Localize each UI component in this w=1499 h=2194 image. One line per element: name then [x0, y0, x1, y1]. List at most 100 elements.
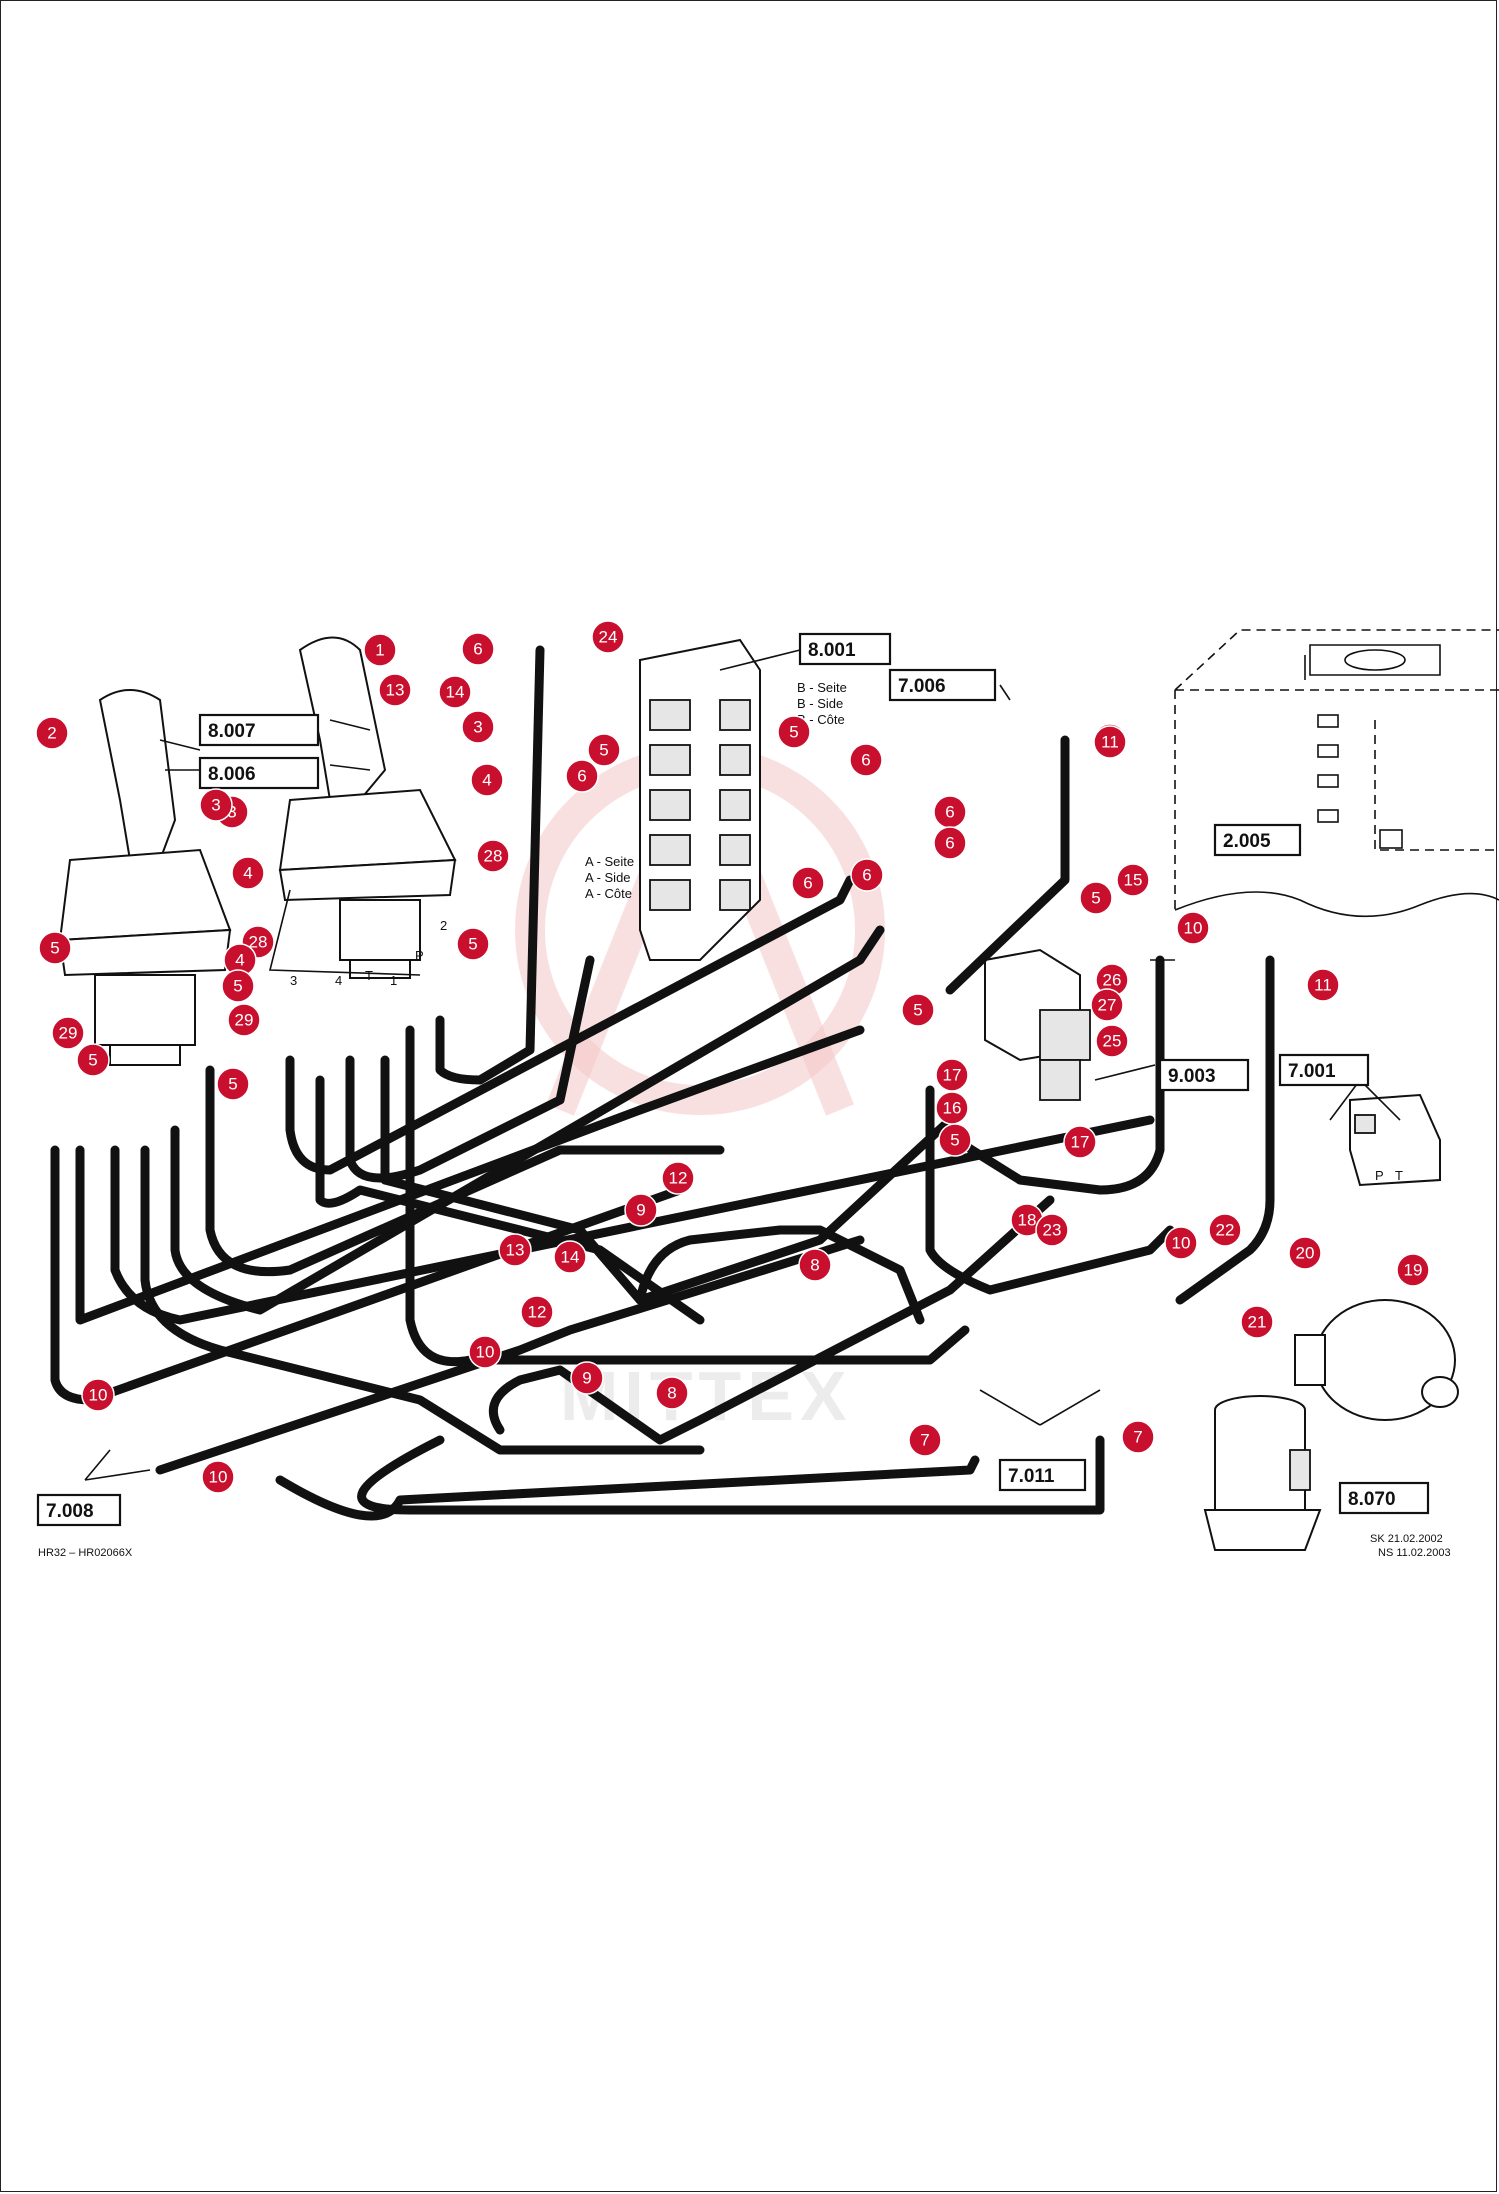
marker: 8 — [798, 1248, 832, 1282]
svg-text:23: 23 — [1043, 1221, 1062, 1240]
marker: 6 — [933, 826, 967, 860]
marker: 13 — [378, 673, 412, 707]
svg-text:21: 21 — [1248, 1313, 1267, 1332]
svg-text:8.070: 8.070 — [1348, 1489, 1396, 1510]
svg-text:29: 29 — [59, 1024, 78, 1043]
svg-text:13: 13 — [386, 681, 405, 700]
svg-text:B - Côte: B - Côte — [797, 712, 845, 727]
marker: 25 — [1095, 1024, 1129, 1058]
reference-box: 8.070 — [1338, 1481, 1430, 1515]
marker: 12 — [520, 1295, 554, 1329]
marker: 10 — [468, 1335, 502, 1369]
marker: 5 — [777, 715, 811, 749]
reference-box: 8.006 — [198, 756, 320, 790]
svg-text:10: 10 — [1172, 1234, 1191, 1253]
svg-text:14: 14 — [561, 1248, 580, 1267]
revision-line-1: SK 21.02.2002 — [1370, 1533, 1443, 1545]
marker: 11 — [1306, 968, 1340, 1002]
svg-text:18: 18 — [1018, 1211, 1037, 1230]
svg-text:1: 1 — [390, 973, 397, 988]
svg-text:9: 9 — [582, 1369, 591, 1388]
marker: 27 — [1090, 988, 1124, 1022]
marker: 16 — [935, 1091, 969, 1125]
svg-text:7: 7 — [920, 1431, 929, 1450]
svg-text:6: 6 — [861, 751, 870, 770]
reference-box: 7.001 — [1278, 1053, 1370, 1087]
small-valve-block — [1349, 1093, 1441, 1187]
marker: 26 — [1095, 963, 1129, 997]
marker: 10 — [1164, 1226, 1198, 1260]
svg-text:19: 19 — [1404, 1261, 1423, 1280]
marker: 5 — [221, 969, 255, 1003]
svg-text:13: 13 — [506, 1241, 525, 1260]
svg-text:8.001: 8.001 — [808, 640, 856, 661]
marker: 5 — [938, 1123, 972, 1157]
marker: 23 — [1035, 1213, 1069, 1247]
svg-text:5: 5 — [468, 935, 477, 954]
marker: 19 — [1396, 1253, 1430, 1287]
svg-text:8: 8 — [667, 1384, 676, 1403]
marker: 6 — [850, 858, 884, 892]
svg-text:6: 6 — [945, 803, 954, 822]
accumulator — [1294, 1299, 1459, 1421]
svg-text:P: P — [1375, 1168, 1384, 1183]
svg-text:3: 3 — [211, 796, 220, 815]
marker: 12 — [661, 1161, 695, 1195]
svg-text:9: 9 — [636, 1201, 645, 1220]
marker: 9 — [624, 1193, 658, 1227]
marker: 3 — [461, 710, 495, 744]
pressure-valve-block — [984, 948, 1091, 1101]
svg-text:16: 16 — [943, 1099, 962, 1118]
marker: 5 — [76, 1043, 110, 1077]
svg-text:A - Côte: A - Côte — [585, 886, 632, 901]
marker: 10 — [81, 1378, 115, 1412]
reference-box: 2.005 — [1213, 823, 1302, 857]
svg-text:10: 10 — [476, 1343, 495, 1362]
marker: 9 — [570, 1361, 604, 1395]
marker: 28 — [476, 839, 510, 873]
svg-text:5: 5 — [88, 1051, 97, 1070]
svg-text:28: 28 — [249, 933, 268, 952]
svg-text:8.007: 8.007 — [208, 721, 256, 742]
marker: 4 — [470, 763, 504, 797]
svg-text:14: 14 — [446, 683, 465, 702]
marker: 5 — [38, 931, 72, 965]
svg-text:6: 6 — [803, 874, 812, 893]
marker: 5 — [216, 1067, 250, 1101]
svg-text:2.005: 2.005 — [1223, 831, 1271, 852]
marker: 29 — [51, 1016, 85, 1050]
marker: 3 — [199, 788, 233, 822]
svg-text:10: 10 — [209, 1468, 228, 1487]
svg-text:11: 11 — [1314, 976, 1332, 995]
leader-lines — [84, 649, 1401, 1481]
svg-text:6: 6 — [945, 834, 954, 853]
svg-text:12: 12 — [528, 1303, 547, 1322]
marker: 24 — [591, 620, 625, 654]
svg-text:T: T — [365, 968, 373, 983]
svg-text:5: 5 — [228, 1075, 237, 1094]
svg-text:5: 5 — [599, 741, 608, 760]
svg-text:5: 5 — [233, 977, 242, 996]
marker: 11 — [1093, 725, 1127, 759]
svg-text:17: 17 — [1071, 1133, 1090, 1152]
marker: 6 — [933, 795, 967, 829]
svg-text:A - Seite: A - Seite — [585, 854, 634, 869]
svg-text:9.003: 9.003 — [1168, 1066, 1216, 1087]
hose-lines — [50, 645, 1275, 1521]
marker: 5 — [587, 733, 621, 767]
reference-box: 9.003 — [1158, 1058, 1250, 1092]
svg-text:2: 2 — [440, 918, 447, 933]
svg-text:5: 5 — [1091, 889, 1100, 908]
svg-text:3: 3 — [473, 718, 482, 737]
svg-text:3: 3 — [227, 803, 236, 822]
svg-text:5: 5 — [789, 723, 798, 742]
svg-text:25: 25 — [1103, 1032, 1122, 1051]
marker: 2 — [35, 716, 69, 750]
revision-line-2: NS 11.02.2003 — [1378, 1547, 1451, 1559]
svg-text:29: 29 — [235, 1011, 254, 1030]
marker: 17 — [1063, 1125, 1097, 1159]
svg-text:6: 6 — [862, 866, 871, 885]
left-joystick — [58, 689, 232, 1066]
